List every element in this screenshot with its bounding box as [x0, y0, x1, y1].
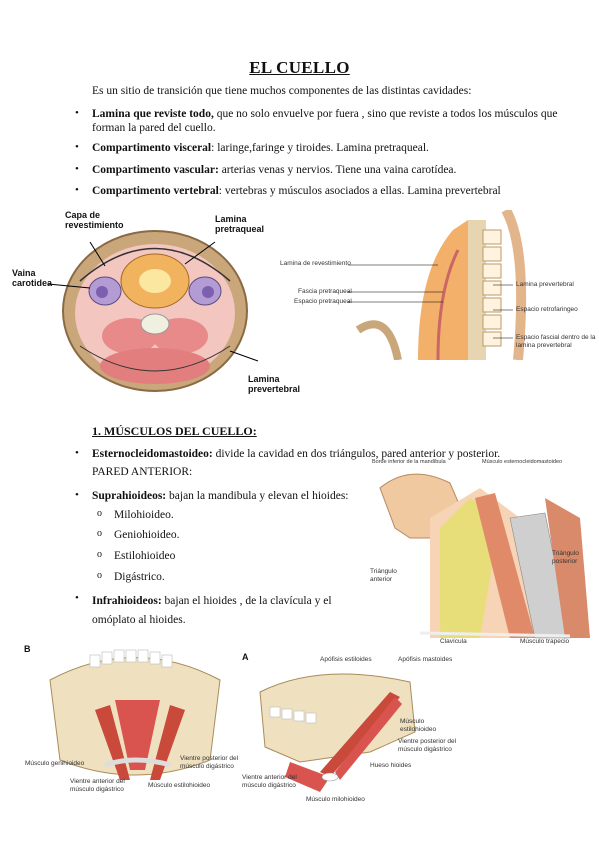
- label-lamina-prevertebral-sagittal: Lamina prevertebral: [516, 281, 574, 288]
- bullet-dot: •: [75, 141, 79, 153]
- bullet-dot: •: [75, 592, 79, 604]
- subbullet-dot: o: [97, 528, 102, 539]
- intro-text: Es un sitio de transición que tiene much…: [92, 85, 472, 97]
- bullet-dot: •: [75, 447, 79, 459]
- label-trapecio: Músculo trapecio: [520, 638, 570, 645]
- figure-letter-a: A: [242, 652, 249, 662]
- bullet-text: bajan el hioides , de la clavícula y el …: [92, 595, 332, 626]
- bullet-text: que no solo envuelve por fuera , sino qu…: [92, 108, 558, 134]
- sagittal-illustration: [348, 207, 527, 361]
- subbullet-item: Geniohioideo.: [114, 529, 180, 541]
- bullet-item: Compartimento visceral: laringe,faringe …: [92, 141, 572, 155]
- label-hueso-hioides: Hueso hioides: [370, 762, 412, 769]
- figure-letter-b: B: [24, 644, 31, 654]
- label-genihioideo: Músculo genihioideo: [25, 760, 85, 767]
- label-vientre-posterior-a: Vientre posterior del músculo digástrico: [398, 738, 457, 753]
- bullet-term: Esternocleidomastoideo:: [92, 448, 213, 460]
- label-lamina-pretraqueal: Lamina pretraqueal: [215, 214, 265, 234]
- figure-sagittal-neck: Lamina de revestimiento Fascia pretraque…: [278, 207, 598, 361]
- label-vientre-anterior: Vientre anterior del músculo digástrico: [70, 778, 125, 793]
- bullet-term: Compartimento vertebral: [92, 185, 219, 197]
- figure-a-suprahyoid-lateral: A Apófisis estiloides Apófisis mastoides…: [240, 652, 470, 812]
- label-espacio-pretraqueal: Espacio pretraqueal: [294, 298, 352, 305]
- label-estilohioideo: Músculo estilohioideo: [148, 782, 211, 789]
- label-estilohioideo-a: Músculo estilohioideo: [400, 718, 437, 733]
- bullet-item: Compartimento vertebral: vertebras y mús…: [92, 184, 582, 198]
- page-title: EL CUELLO: [249, 58, 350, 77]
- bullet-term: Compartimento visceral: [92, 142, 212, 154]
- bullet-infrahioideos: Infrahioideos: bajan el hioides , de la …: [92, 592, 362, 630]
- bullet-text: : vertebras y músculos asociados a ellas…: [218, 185, 501, 197]
- mandible-lateral-illustration: [259, 673, 416, 792]
- bullet-text: : laringe,faringe y tiroides. Lamina pre…: [211, 142, 429, 154]
- subbullet-dot: o: [97, 508, 102, 519]
- label-milohioideo: Músculo milohioideo: [306, 796, 365, 803]
- subbullet-item: Estilohioideo: [114, 550, 176, 562]
- bullet-term: Suprahioideos:: [92, 490, 167, 502]
- cross-section-illustration: [47, 230, 259, 392]
- bullet-term: Infrahioideos:: [92, 595, 162, 607]
- bullet-term: Compartimento vascular:: [92, 164, 219, 176]
- figure-b-suprahyoid-inferior: B Músculo genihioideo Vientre anterior d…: [20, 640, 250, 820]
- label-apofisis-estiloides: Apófisis estiloides: [320, 656, 372, 663]
- label-triangulo-anterior: Triángulo anterior: [370, 568, 397, 583]
- bullet-dot: •: [75, 163, 79, 175]
- label-lamina-prevertebral: Lamina prevertebral: [248, 374, 301, 394]
- label-espacio-fascial: Espacio fascial dentro de la lamina prev…: [516, 334, 596, 349]
- subbullet-dot: o: [97, 549, 102, 560]
- label-borde-mandibula: Borde inferior de la mandíbula: [372, 459, 446, 465]
- figure-neck-cross-section: Capa de revestimiento Lamina pretraqueal…: [10, 206, 330, 396]
- subbullet-dot: o: [97, 570, 102, 581]
- label-apofisis-mastoides: Apófisis mastoides: [398, 656, 453, 663]
- label-triangulo-posterior: Triángulo posterior: [552, 550, 579, 565]
- bullet-item: Compartimento vascular: arterias venas y…: [92, 163, 572, 177]
- label-clavicula: Clavícula: [440, 638, 467, 645]
- bullet-ecm: Esternocleidomastoideo: divide la cavida…: [92, 447, 542, 461]
- label-espacio-retrofaringeo: Espacio retrofaringeo: [516, 306, 578, 313]
- bullet-text: divide la cavidad en dos triángulos, par…: [212, 448, 501, 460]
- neck-triangles-illustration: [379, 473, 590, 639]
- bullet-item: Lamina que reviste todo, que no solo env…: [92, 107, 562, 135]
- label-lamina-revestimiento: Lamina de revestimiento: [280, 260, 351, 267]
- bullet-dot: •: [75, 184, 79, 196]
- bullet-term: Lamina que reviste todo,: [92, 108, 214, 120]
- bullet-dot: •: [75, 489, 79, 501]
- label-fascia-pretraqueal: Fascia pretraqueal: [298, 288, 352, 295]
- bullet-text: arterias venas y nervios. Tiene una vain…: [218, 164, 457, 176]
- bullet-suprahioideos: Suprahioideos: bajan la mandibula y elev…: [92, 489, 382, 503]
- bullet-dot: •: [75, 107, 79, 119]
- pared-anterior-label: PARED ANTERIOR:: [92, 466, 193, 478]
- subbullet-item: Digástrico.: [114, 571, 165, 583]
- figure-neck-triangles: Borde inferior de la mandíbula Músculo e…: [370, 458, 595, 648]
- label-vientre-posterior: Vientre posterior del músculo digástrico: [180, 755, 239, 770]
- subbullet-item: Milohioideo.: [114, 509, 174, 521]
- bullet-text: bajan la mandibula y elevan el hioides:: [166, 490, 349, 502]
- label-ecm: Músculo esternocleidomastoideo: [482, 459, 563, 465]
- section-heading-musculos: 1. MÚSCULOS DEL CUELLO:: [92, 424, 257, 438]
- mandible-inferior-illustration: [49, 649, 221, 780]
- label-vaina-carotidea: Vaina carotidea: [12, 268, 53, 288]
- label-vientre-anterior-a: Vientre anterior del músculo digástrico: [242, 774, 297, 789]
- label-capa-revestimiento: Capa de revestimiento: [65, 210, 124, 230]
